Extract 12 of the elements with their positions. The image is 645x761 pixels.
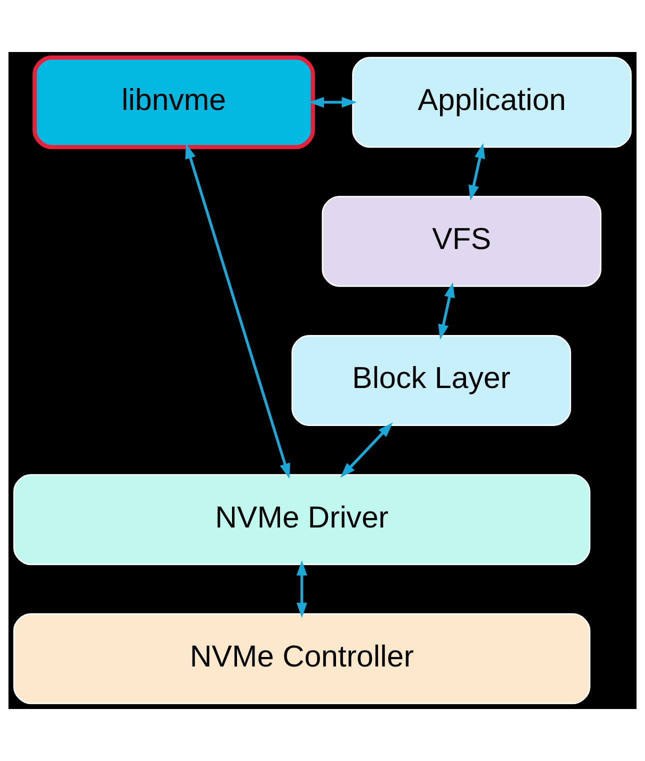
node-box: libnvme (32, 55, 315, 150)
node-box: NVMe Driver (13, 474, 590, 566)
arrow (296, 560, 308, 618)
node-box: Block Layer (292, 335, 572, 426)
node-box: VFS (322, 196, 602, 287)
arrow (340, 422, 393, 478)
arrow (468, 143, 486, 200)
arrow (438, 282, 455, 340)
node-box: Application (352, 56, 632, 148)
arrow (185, 143, 290, 479)
node-box: NVMe Controller (13, 613, 590, 704)
arrow (308, 96, 357, 108)
